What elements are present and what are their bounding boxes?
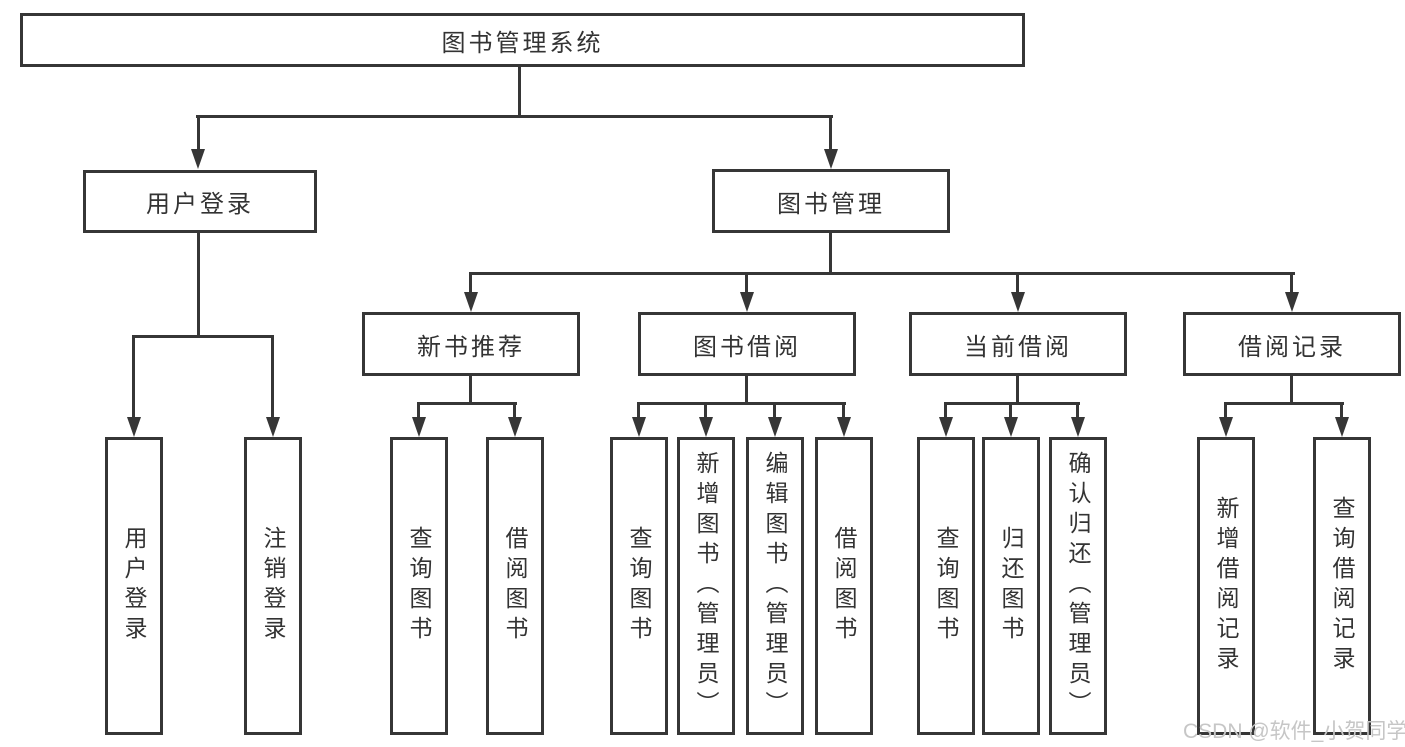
- leaf-return-books: 归还图书: [982, 437, 1040, 735]
- leaf-query-books-1-label: 查询图书: [406, 526, 432, 646]
- leaf-edit-books-admin: 编辑图书（管理员）: [746, 437, 804, 735]
- node-book-management-label: 图书管理: [777, 190, 885, 218]
- leaf-user-login: 用户登录: [105, 437, 163, 735]
- connector-drop-query-books-1: [417, 402, 420, 420]
- leaf-confirm-return-admin: 确认归还（管理员）: [1049, 437, 1107, 735]
- arrow-down-icon: [837, 417, 851, 437]
- node-new-book-recommend-label: 新书推荐: [417, 333, 525, 361]
- connector-drop-current-borrow: [1016, 272, 1019, 296]
- leaf-user-login-label: 用户登录: [121, 526, 147, 646]
- connector-drop-query-books-2: [637, 402, 640, 420]
- connector-drop-leaf-user-login: [132, 335, 135, 419]
- leaf-borrow-books-1: 借阅图书: [486, 437, 544, 735]
- connector-root-stem: [518, 66, 521, 117]
- arrow-down-icon: [1004, 417, 1018, 437]
- connector-drop-book-borrow: [745, 272, 748, 296]
- arrow-down-icon: [1011, 292, 1025, 312]
- connector-drop-new-book-recommend: [469, 272, 472, 296]
- leaf-query-borrow-record-label: 查询借阅记录: [1329, 496, 1355, 676]
- arrow-down-icon: [266, 417, 280, 437]
- node-current-borrow: 当前借阅: [909, 312, 1127, 376]
- connector-book-borrow-stem: [745, 376, 748, 405]
- connector-drop-user-login: [197, 115, 200, 151]
- node-library-system: 图书管理系统: [20, 13, 1025, 67]
- arrow-down-icon: [939, 417, 953, 437]
- connector-new-book-hbar: [417, 402, 517, 405]
- arrow-down-icon: [699, 417, 713, 437]
- connector-book-borrow-hbar: [637, 402, 846, 405]
- node-book-management: 图书管理: [712, 169, 950, 233]
- arrow-down-icon: [824, 149, 838, 169]
- leaf-add-books-admin: 新增图书（管理员）: [677, 437, 735, 735]
- node-book-borrow-label: 图书借阅: [693, 333, 801, 361]
- leaf-query-books-3: 查询图书: [917, 437, 975, 735]
- leaf-borrow-books-2: 借阅图书: [815, 437, 873, 735]
- arrow-down-icon: [1219, 417, 1233, 437]
- arrow-down-icon: [412, 417, 426, 437]
- connector-book-management-hbar: [469, 272, 1295, 275]
- csdn-watermark: CSDN @软件_小贺同学: [1183, 720, 1405, 743]
- leaf-add-borrow-record-label: 新增借阅记录: [1213, 496, 1239, 676]
- leaf-add-borrow-record: 新增借阅记录: [1197, 437, 1255, 735]
- connector-user-login-hbar: [132, 335, 274, 338]
- arrow-down-icon: [768, 417, 782, 437]
- leaf-query-books-2-label: 查询图书: [626, 526, 652, 646]
- arrow-down-icon: [1071, 417, 1085, 437]
- connector-drop-borrow-books-1: [513, 402, 516, 420]
- connector-new-book-stem: [469, 376, 472, 405]
- connector-drop-edit-books: [773, 402, 776, 420]
- leaf-query-books-3-label: 查询图书: [933, 526, 959, 646]
- connector-borrow-records-stem: [1290, 376, 1293, 405]
- node-book-borrow: 图书借阅: [638, 312, 856, 376]
- leaf-query-borrow-record: 查询借阅记录: [1313, 437, 1371, 735]
- arrow-down-icon: [508, 417, 522, 437]
- connector-current-borrow-hbar: [944, 402, 1080, 405]
- connector-drop-borrow-records: [1290, 272, 1293, 296]
- leaf-confirm-return-admin-label: 确认归还（管理员）: [1065, 451, 1091, 721]
- connector-drop-query-borrow-record: [1340, 402, 1343, 420]
- leaf-borrow-books-1-label: 借阅图书: [502, 526, 528, 646]
- node-borrow-records-label: 借阅记录: [1238, 333, 1346, 361]
- connector-book-management-stem: [829, 233, 832, 275]
- arrow-down-icon: [632, 417, 646, 437]
- node-library-system-label: 图书管理系统: [441, 29, 604, 57]
- leaf-edit-books-admin-label: 编辑图书（管理员）: [762, 451, 788, 721]
- arrow-down-icon: [127, 417, 141, 437]
- connector-drop-add-books: [704, 402, 707, 420]
- leaf-query-books-2: 查询图书: [610, 437, 668, 735]
- arrow-down-icon: [464, 292, 478, 312]
- node-user-login-label: 用户登录: [146, 191, 254, 218]
- connector-drop-confirm-return: [1076, 402, 1079, 420]
- leaf-query-books-1: 查询图书: [390, 437, 448, 735]
- leaf-add-books-admin-label: 新增图书（管理员）: [693, 451, 719, 721]
- arrow-down-icon: [191, 149, 205, 169]
- connector-drop-query-books-3: [944, 402, 947, 420]
- node-user-login: 用户登录: [83, 170, 317, 233]
- connector-root-hbar: [196, 115, 833, 118]
- arrow-down-icon: [740, 292, 754, 312]
- arrow-down-icon: [1285, 292, 1299, 312]
- connector-drop-book-management: [829, 115, 832, 151]
- connector-drop-borrow-books-2: [842, 402, 845, 420]
- leaf-borrow-books-2-label: 借阅图书: [831, 526, 857, 646]
- connector-drop-return-books: [1009, 402, 1012, 420]
- leaf-logout-label: 注销登录: [260, 526, 286, 646]
- connector-drop-leaf-logout: [271, 335, 274, 419]
- connector-borrow-records-hbar: [1224, 402, 1344, 405]
- connector-drop-add-borrow-record: [1224, 402, 1227, 420]
- connector-user-login-stem: [197, 233, 200, 337]
- leaf-logout: 注销登录: [244, 437, 302, 735]
- leaf-return-books-label: 归还图书: [998, 526, 1024, 646]
- node-new-book-recommend: 新书推荐: [362, 312, 580, 376]
- connector-current-borrow-stem: [1016, 376, 1019, 405]
- node-current-borrow-label: 当前借阅: [964, 333, 1072, 361]
- arrow-down-icon: [1335, 417, 1349, 437]
- node-borrow-records: 借阅记录: [1183, 312, 1401, 376]
